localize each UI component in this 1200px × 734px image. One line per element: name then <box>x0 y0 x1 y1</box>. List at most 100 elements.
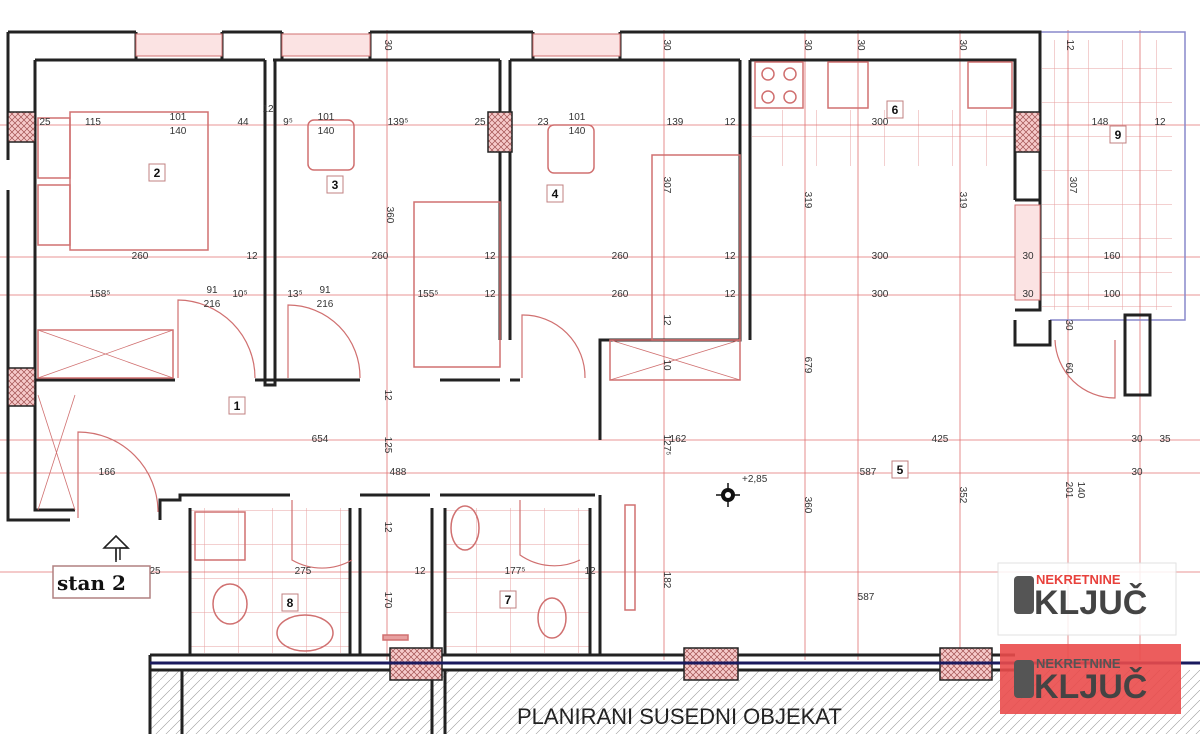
dimension-label: 101 <box>170 112 187 123</box>
dimension-label: 12 <box>584 566 596 577</box>
dimension-label: 139 <box>667 117 684 128</box>
dimension-label: 30 <box>1131 467 1143 478</box>
svg-text:2: 2 <box>154 166 161 180</box>
watermark-logo: NEKRETNINE KLJUČ <box>997 562 1177 636</box>
room-number-9: 9 <box>1109 125 1127 144</box>
dimension-label: 140 <box>1075 482 1086 499</box>
kitchen-tiles <box>752 110 1014 166</box>
dimension-label: 30 <box>1022 251 1034 262</box>
dimension-label: 13⁵ <box>287 289 302 300</box>
dimension-label: 12 <box>724 289 736 300</box>
dimension-label: 12 <box>1064 39 1075 51</box>
apartment-label: stan 2 <box>57 571 126 595</box>
dimension-label: 177⁵ <box>505 566 526 577</box>
dimension-label: 352 <box>957 487 968 504</box>
dimension-label: 30 <box>382 39 393 51</box>
room-number-5: 5 <box>891 460 909 479</box>
windows <box>135 33 1041 301</box>
room-number-8: 8 <box>281 593 299 612</box>
dimension-label: 360 <box>384 207 395 224</box>
dimension-label: 30 <box>1022 289 1034 300</box>
dimension-label: 12 <box>262 104 274 115</box>
dimension-label: 307 <box>661 177 672 194</box>
dimension-label: 654 <box>312 434 329 445</box>
dimension-label: 12 <box>382 521 393 533</box>
dimension-label: 140 <box>170 126 187 137</box>
bathroom-8-tiles <box>190 508 350 653</box>
dimension-label: 12 <box>246 251 258 262</box>
dimension-label: 12 <box>661 314 672 326</box>
dimension-label: 162 <box>670 434 687 445</box>
dimension-label: 139⁵ <box>388 117 409 128</box>
bathroom-7-tiles <box>445 508 590 653</box>
dimension-label: 166 <box>99 467 116 478</box>
dimension-label: 30 <box>957 39 968 51</box>
dimension-label: 12 <box>724 251 736 262</box>
dimension-label: 158⁵ <box>90 289 111 300</box>
dimension-label: 216 <box>317 299 334 310</box>
dimension-label: 260 <box>132 251 149 262</box>
dimension-label: 101 <box>569 112 586 123</box>
dimension-label: 140 <box>569 126 586 137</box>
dimension-label: 12 <box>414 566 426 577</box>
dimension-label: 260 <box>612 289 629 300</box>
dimension-label: 300 <box>872 289 889 300</box>
dimension-label: 148 <box>1092 117 1109 128</box>
dimension-label: 12 <box>382 389 393 401</box>
watermark-logo-red: NEKRETNINE KLJUČ <box>1000 644 1181 714</box>
dimension-label: 101 <box>318 112 335 123</box>
dimension-label: 25 <box>149 566 161 577</box>
balcony-tiles <box>1042 40 1172 310</box>
dimension-label: 300 <box>872 251 889 262</box>
room-number-2: 2 <box>148 163 166 182</box>
room-number-7: 7 <box>499 590 517 609</box>
dimension-label: 12 <box>1154 117 1166 128</box>
dimension-label: 182 <box>661 572 672 589</box>
dimension-label: 44 <box>237 117 249 128</box>
dimension-label: 360 <box>802 497 813 514</box>
neighbor-building-label: PLANIRANI SUSEDNI OBJEKAT <box>517 704 842 729</box>
dimension-label: 30 <box>1131 434 1143 445</box>
watermark-brand-main: KLJUČ <box>1034 667 1147 706</box>
elevation-label: +2,85 <box>742 474 768 485</box>
dimension-label: 91 <box>206 285 218 296</box>
dimension-label: 125 <box>382 437 393 454</box>
watermark-brand-top: NEKRETNINE <box>1036 656 1121 671</box>
dimension-label: 10 <box>661 359 672 371</box>
doors <box>37 299 1116 569</box>
dimension-label: 587 <box>858 592 875 603</box>
dimension-label: 12 <box>484 251 496 262</box>
dimension-label: 91 <box>319 285 331 296</box>
dimension-label: 100 <box>1104 289 1121 300</box>
dimension-label: 23 <box>537 117 549 128</box>
dimension-label: 425 <box>932 434 949 445</box>
dimension-label: 260 <box>612 251 629 262</box>
elevation-marker: +2,85 <box>716 474 768 507</box>
dimension-label: 127⁵ <box>661 435 672 456</box>
dimension-label: 275 <box>295 566 312 577</box>
dimension-label: 140 <box>318 126 335 137</box>
svg-text:1: 1 <box>234 399 241 413</box>
dimension-label: 115 <box>85 117 101 128</box>
room-number-4: 4 <box>546 184 564 203</box>
dimension-label: 60 <box>1063 362 1074 374</box>
dimension-label: 260 <box>372 251 389 262</box>
watermark-brand-main: KLJUČ <box>1034 583 1147 622</box>
svg-text:9: 9 <box>1115 128 1122 142</box>
svg-text:7: 7 <box>505 593 512 607</box>
dimension-label: 216 <box>204 299 221 310</box>
dimension-grid <box>0 30 1200 660</box>
dimension-label: 30 <box>855 39 866 51</box>
dimension-label: 30 <box>1063 319 1074 331</box>
room-number-1: 1 <box>228 396 246 415</box>
svg-text:4: 4 <box>552 187 559 201</box>
dimension-label: 25 <box>39 117 51 128</box>
dimension-label: 319 <box>802 192 813 209</box>
dimension-label: 679 <box>802 357 813 374</box>
dimension-label: 160 <box>1104 251 1121 262</box>
dimension-label: 12 <box>484 289 496 300</box>
dimension-label: 201 <box>1063 482 1074 499</box>
